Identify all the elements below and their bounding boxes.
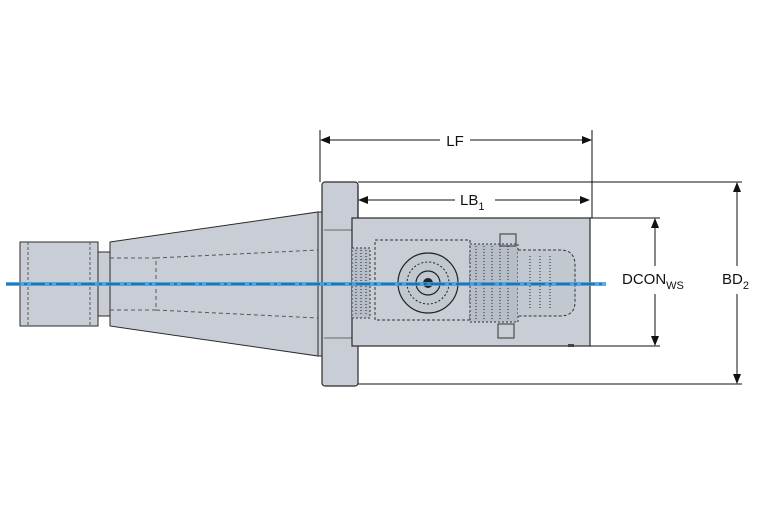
extension-lines — [319, 130, 742, 385]
dim-bd2: BD2 — [720, 182, 760, 384]
lf-label: LF — [446, 133, 464, 150]
dcon-ws-label: DCONWS — [622, 271, 684, 292]
dim-lb1: LB1 — [358, 188, 590, 213]
dim-lf: LF — [320, 130, 592, 150]
lb1-label: LB1 — [460, 192, 484, 213]
dim-dcon-ws: DCONWS — [620, 218, 710, 346]
bd2-label: BD2 — [722, 271, 749, 292]
